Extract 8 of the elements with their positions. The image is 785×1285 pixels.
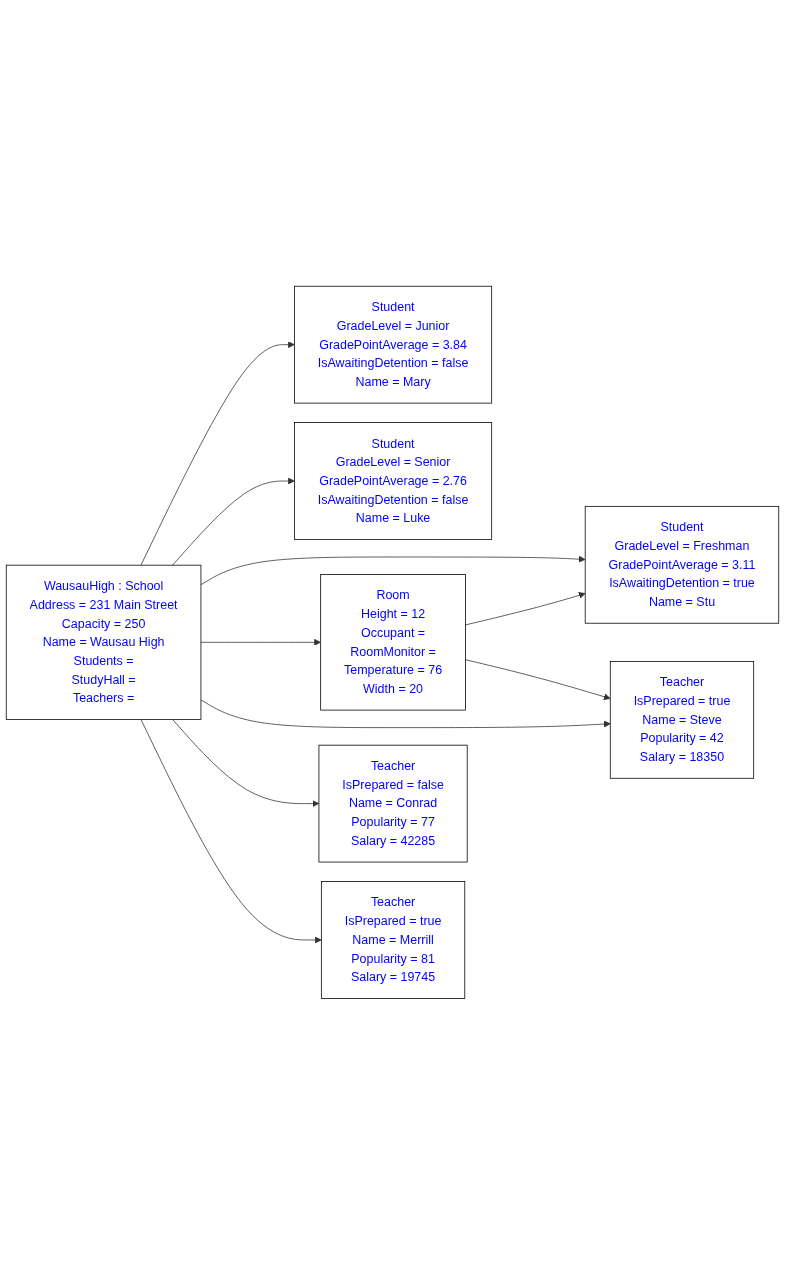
node-box: Student GradeLevel = Senior GradePointAverage = 2.76 IsAwaitingDetention = false Name = Luke xyxy=(294,422,493,541)
node-box: Teacher IsPrepared = false Name = Conrad Popularity = 77 Salary = 42285 xyxy=(318,744,468,863)
node-box: Teacher IsPrepared = true Name = Merrill Popularity = 81 Salary = 19745 xyxy=(320,881,466,999)
node-box: WausauHigh : School Address = 231 Main Street Capacity = 250 Name = Wausau High Students = StudyHall = Teachers = xyxy=(5,564,202,721)
node-box: Student GradeLevel = Junior GradePointAverage = 3.84 IsAwaitingDetention = false Name = Mary xyxy=(294,286,493,404)
node-box: Teacher IsPrepared = true Name = Steve Popularity = 42 Salary = 18350 xyxy=(609,661,755,779)
node-box: Student GradeLevel = Freshman GradePointAverage = 3.11 IsAwaitingDetention = true Name = Stu xyxy=(584,506,780,624)
node-box: Room Height = 12 Occupant = RoomMonitor = Temperature = 76 Width = 20 xyxy=(320,574,466,711)
